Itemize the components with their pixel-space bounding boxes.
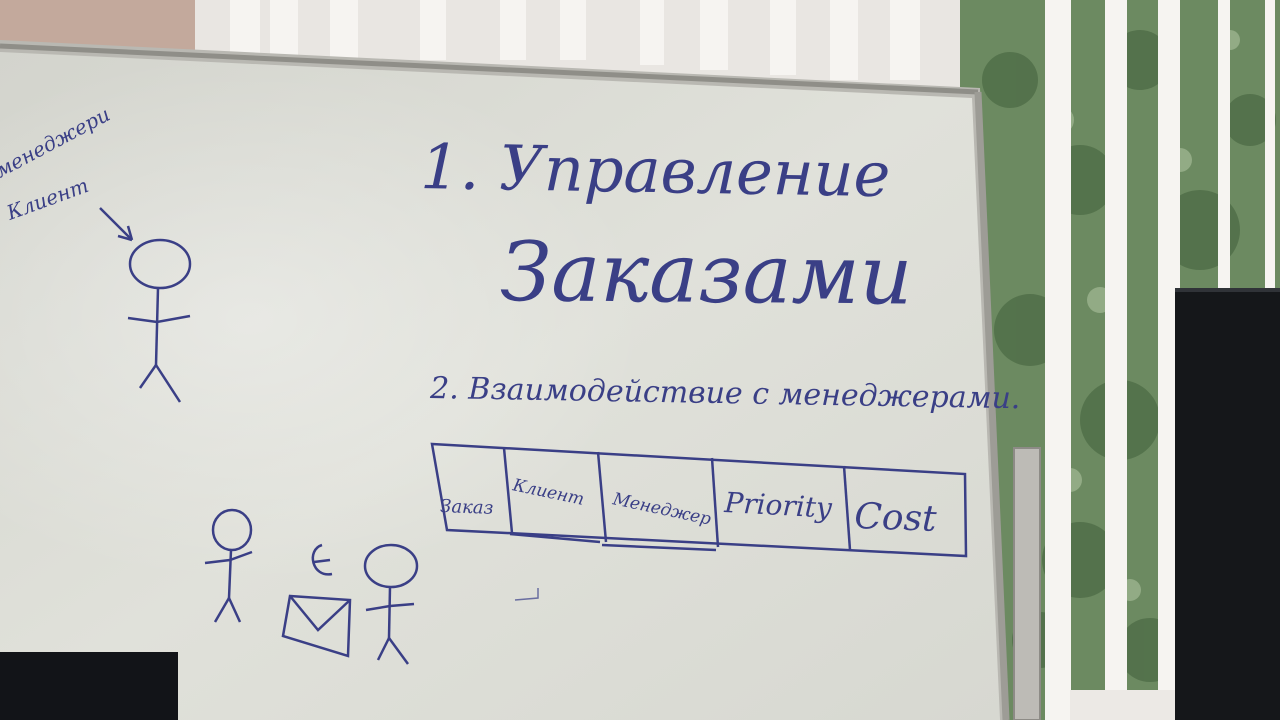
orders-table: [430, 442, 968, 558]
heading-line1: 1. Управление: [420, 130, 891, 211]
heading-line2: Заказами: [500, 225, 913, 324]
monitor-bottom-left: [0, 652, 178, 720]
table-cell-cost: Cost: [854, 496, 938, 540]
table-cell-order: Заказ: [440, 496, 494, 519]
board-stand-pole: [1013, 447, 1041, 720]
monitor: [1175, 288, 1280, 720]
envelope-icon: [281, 543, 352, 658]
stray-mark: [514, 588, 539, 601]
stick-figure-client: [127, 238, 192, 403]
stick-figure-manager: [204, 508, 253, 623]
stick-figure-client-2: [363, 543, 419, 665]
table-cell-priority: Priority: [723, 486, 834, 525]
arrow-icon: [99, 207, 134, 242]
